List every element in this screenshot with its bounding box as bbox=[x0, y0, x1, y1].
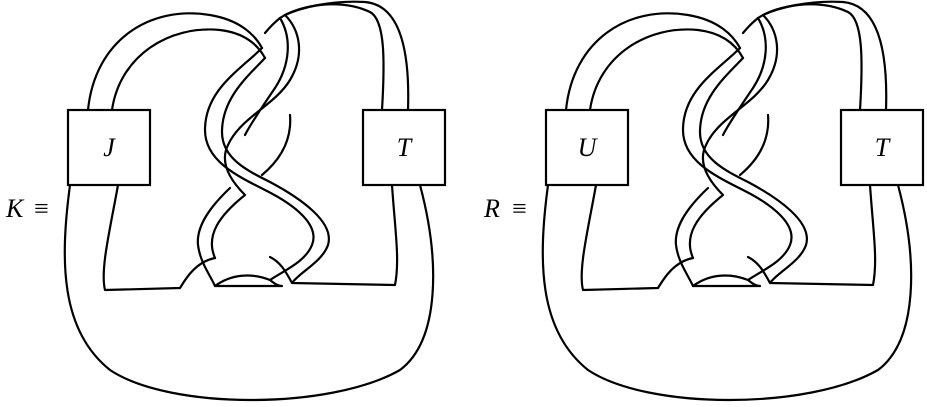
lhs-label: K bbox=[5, 194, 25, 223]
equiv-symbol: ≡ bbox=[512, 194, 527, 223]
lhs-label: R bbox=[483, 194, 500, 223]
box-left-u bbox=[544, 108, 630, 187]
box-right-t bbox=[839, 108, 925, 187]
box-right-label: T bbox=[397, 133, 413, 162]
knot-strands bbox=[63, 0, 435, 402]
box-left-label: U bbox=[578, 133, 599, 162]
box-right-label: T bbox=[875, 133, 891, 162]
box-right-t bbox=[361, 108, 447, 187]
knot-diagram-r: U T R ≡ bbox=[483, 0, 925, 402]
knot-diagram-k: J T K ≡ bbox=[5, 0, 447, 402]
box-left-j bbox=[66, 108, 152, 187]
box-left-label: J bbox=[103, 133, 116, 162]
knot-strands bbox=[541, 0, 913, 402]
equiv-symbol: ≡ bbox=[34, 194, 49, 223]
